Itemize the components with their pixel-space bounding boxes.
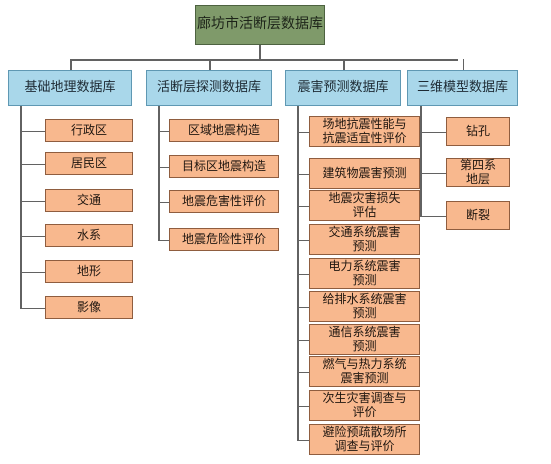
category-1: 基础地理数据库 (8, 70, 132, 106)
category-drop-1 (70, 59, 72, 70)
leaf-1-4: 水系 (45, 224, 133, 247)
leaf-connector-3-9 (297, 405, 309, 407)
category-bus (72, 59, 458, 61)
leaf-3-8: 燃气与热力系统 震害预测 (309, 356, 420, 387)
leaf-connector-3-2 (297, 173, 309, 175)
leaf-connector-3-8 (297, 371, 309, 373)
leaf-3-7: 通信系统震害 预测 (309, 324, 420, 355)
leaf-4-3: 断裂 (446, 201, 510, 230)
category-2: 活断层探测数据库 (146, 70, 272, 106)
leaf-connector-4-3 (420, 215, 446, 217)
leaf-connector-2-2 (158, 166, 169, 168)
leaf-2-2: 目标区地震构造 (169, 155, 279, 178)
root-node: 廊坊市活断层数据库 (195, 5, 325, 45)
leaf-connector-3-5 (297, 273, 309, 275)
leaf-connector-1-6 (20, 307, 45, 309)
leaf-connector-2-1 (158, 130, 169, 132)
category-3: 震害预测数据库 (285, 70, 401, 106)
leaf-1-6: 影像 (45, 296, 133, 319)
leaf-connector-3-6 (297, 306, 309, 308)
leaf-3-5: 电力系统震害 预测 (309, 258, 420, 289)
category-trunk-3 (297, 106, 299, 440)
leaf-connector-1-2 (20, 163, 45, 165)
leaf-3-4: 交通系统震害 预测 (309, 224, 420, 255)
leaf-connector-4-1 (420, 131, 446, 133)
leaf-connector-1-1 (20, 130, 45, 132)
leaf-connector-1-4 (20, 235, 45, 237)
leaf-connector-3-10 (297, 439, 309, 441)
leaf-2-3: 地震危害性评价 (169, 190, 279, 213)
leaf-connector-3-4 (297, 239, 309, 241)
leaf-connector-3-1 (297, 131, 309, 133)
leaf-1-3: 交通 (45, 189, 133, 212)
leaf-3-3: 地震灾害损失 评估 (309, 190, 420, 221)
category-4: 三维模型数据库 (407, 70, 518, 106)
leaf-connector-1-3 (20, 200, 45, 202)
category-trunk-2 (158, 106, 160, 240)
leaf-1-2: 居民区 (45, 152, 133, 175)
leaf-connector-3-3 (297, 205, 309, 207)
root-connector (259, 45, 261, 59)
leaf-3-2: 建筑物震害预测 (309, 158, 420, 189)
leaf-1-1: 行政区 (45, 119, 133, 142)
leaf-connector-4-2 (420, 172, 446, 174)
leaf-3-6: 给排水系统震害 预测 (309, 291, 420, 322)
leaf-4-2: 第四系 地层 (446, 158, 510, 187)
category-trunk-4 (420, 106, 422, 216)
category-drop-4 (462, 59, 464, 70)
leaf-3-10: 避险预疏散场所 调查与评价 (309, 424, 420, 455)
leaf-connector-3-7 (297, 339, 309, 341)
leaf-connector-1-5 (20, 271, 45, 273)
leaf-2-4: 地震危险性评价 (169, 228, 279, 251)
leaf-3-9: 次生灾害调查与 评价 (309, 390, 420, 421)
leaf-connector-2-4 (158, 239, 169, 241)
leaf-connector-2-3 (158, 201, 169, 203)
leaf-3-1: 场地抗震性能与 抗震适宜性评价 (309, 116, 420, 147)
leaf-2-1: 区域地震构造 (169, 119, 279, 142)
category-trunk-1 (20, 106, 22, 308)
category-drop-3 (343, 59, 345, 70)
category-drop-2 (209, 59, 211, 70)
leaf-4-1: 钻孔 (446, 117, 510, 146)
leaf-1-5: 地形 (45, 260, 133, 283)
